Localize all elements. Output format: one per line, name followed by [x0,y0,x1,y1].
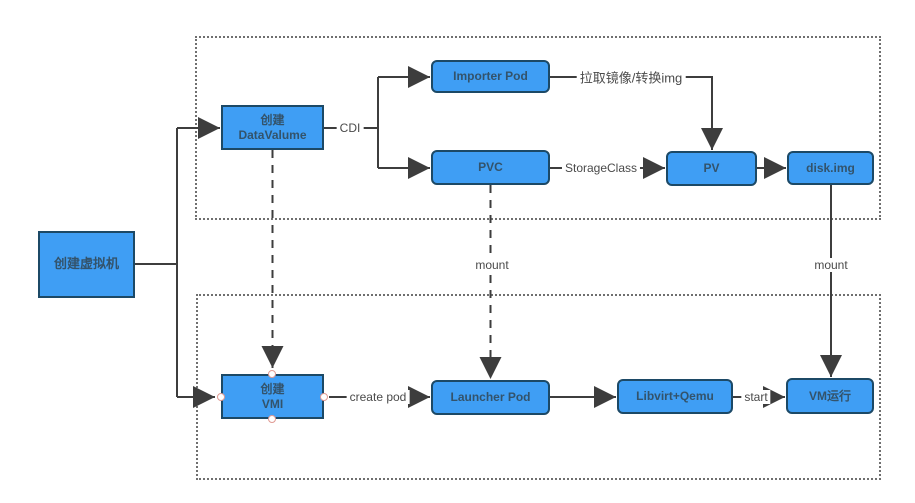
vmi-connection-point-top [268,370,276,378]
node-disk-img: disk.img [787,151,874,185]
edge-createvm-trunk [135,128,178,397]
edge-label-storage-class: StorageClass [561,161,641,175]
node-libvirt-qemu: Libvirt+Qemu [617,379,733,414]
node-label: PV [703,161,720,175]
node-label: Importer Pod [453,69,528,83]
node-importer-pod: Importer Pod [431,60,550,93]
edge-label-mount-left: mount [472,258,512,272]
edge-label-mount-right: mount [811,258,851,272]
node-label: Launcher Pod [450,390,531,404]
node-label: disk.img [806,160,855,175]
node-label: 创建虚拟机 [53,256,119,272]
node-pv: PV [666,151,757,186]
node-pvc: PVC [431,150,550,185]
vmi-connection-point-bottom [268,415,276,423]
node-create-vm: 创建虚拟机 [38,231,135,298]
vmi-connection-point-left [217,393,225,401]
node-label-line1: 创建 [260,381,285,396]
node-create-datavolume: 创建 DataValume [221,105,324,150]
node-vm-running: VM运行 [786,378,874,414]
node-label-line1: 创建 [260,112,285,127]
edge-label-create-pod: create pod [346,390,410,404]
node-label: PVC [478,160,503,174]
node-label-line2: VMI [261,396,284,411]
node-label: Libvirt+Qemu [636,389,714,403]
edge-label-cdi: CDI [336,121,364,135]
edge-label-start: start [741,390,771,404]
vmi-connection-point-right [320,393,328,401]
node-launcher-pod: Launcher Pod [431,380,550,415]
node-label: VM运行 [808,388,851,403]
edge-label-pull-convert: 拉取镜像/转换img [576,67,686,87]
node-label-line2: DataValume [238,127,307,142]
node-create-vmi: 创建 VMI [221,374,324,419]
edge-importer-to-pv [550,76,723,150]
